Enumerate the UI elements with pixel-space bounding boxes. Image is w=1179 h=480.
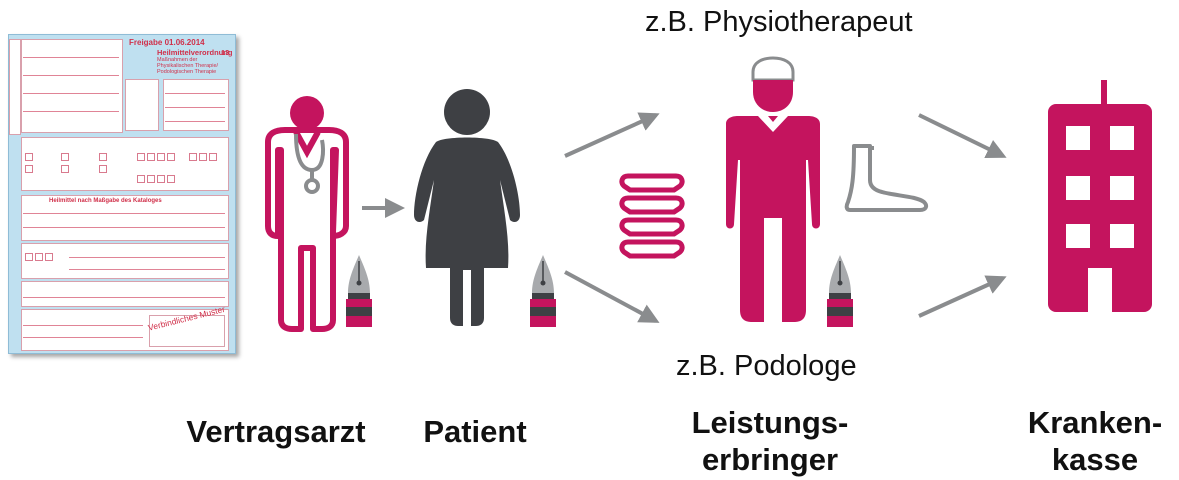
- label-patient: Patient: [405, 414, 545, 450]
- label-vertragsarzt: Vertragsarzt: [166, 414, 386, 450]
- foot-icon: [847, 146, 926, 210]
- spine-icon: [622, 176, 682, 256]
- patient-pen-icon: [530, 255, 556, 327]
- role-physiotherapist: z.B. Physiotherapeut: [645, 6, 913, 39]
- provider-icon: [726, 58, 820, 322]
- role-podologe: z.B. Podologe: [676, 350, 857, 383]
- doctor-icon: [268, 96, 346, 329]
- arrow-patient-physio: [565, 115, 656, 156]
- label-kranken-line1: Kranken-: [1015, 405, 1175, 441]
- doctor-pen-icon: [346, 255, 372, 327]
- label-leistungs-line1: Leistungs-: [680, 405, 860, 441]
- insurance-building-icon: [1048, 80, 1152, 312]
- arrow-patient-podologe: [565, 272, 656, 321]
- patient-icon: [414, 89, 520, 326]
- label-kranken-line2: kasse: [1015, 442, 1175, 478]
- arrow-podologe-kasse: [919, 278, 1003, 316]
- provider-pen-icon: [827, 255, 853, 327]
- arrow-physio-kasse: [919, 115, 1003, 156]
- label-leistungs-line2: erbringer: [680, 442, 860, 478]
